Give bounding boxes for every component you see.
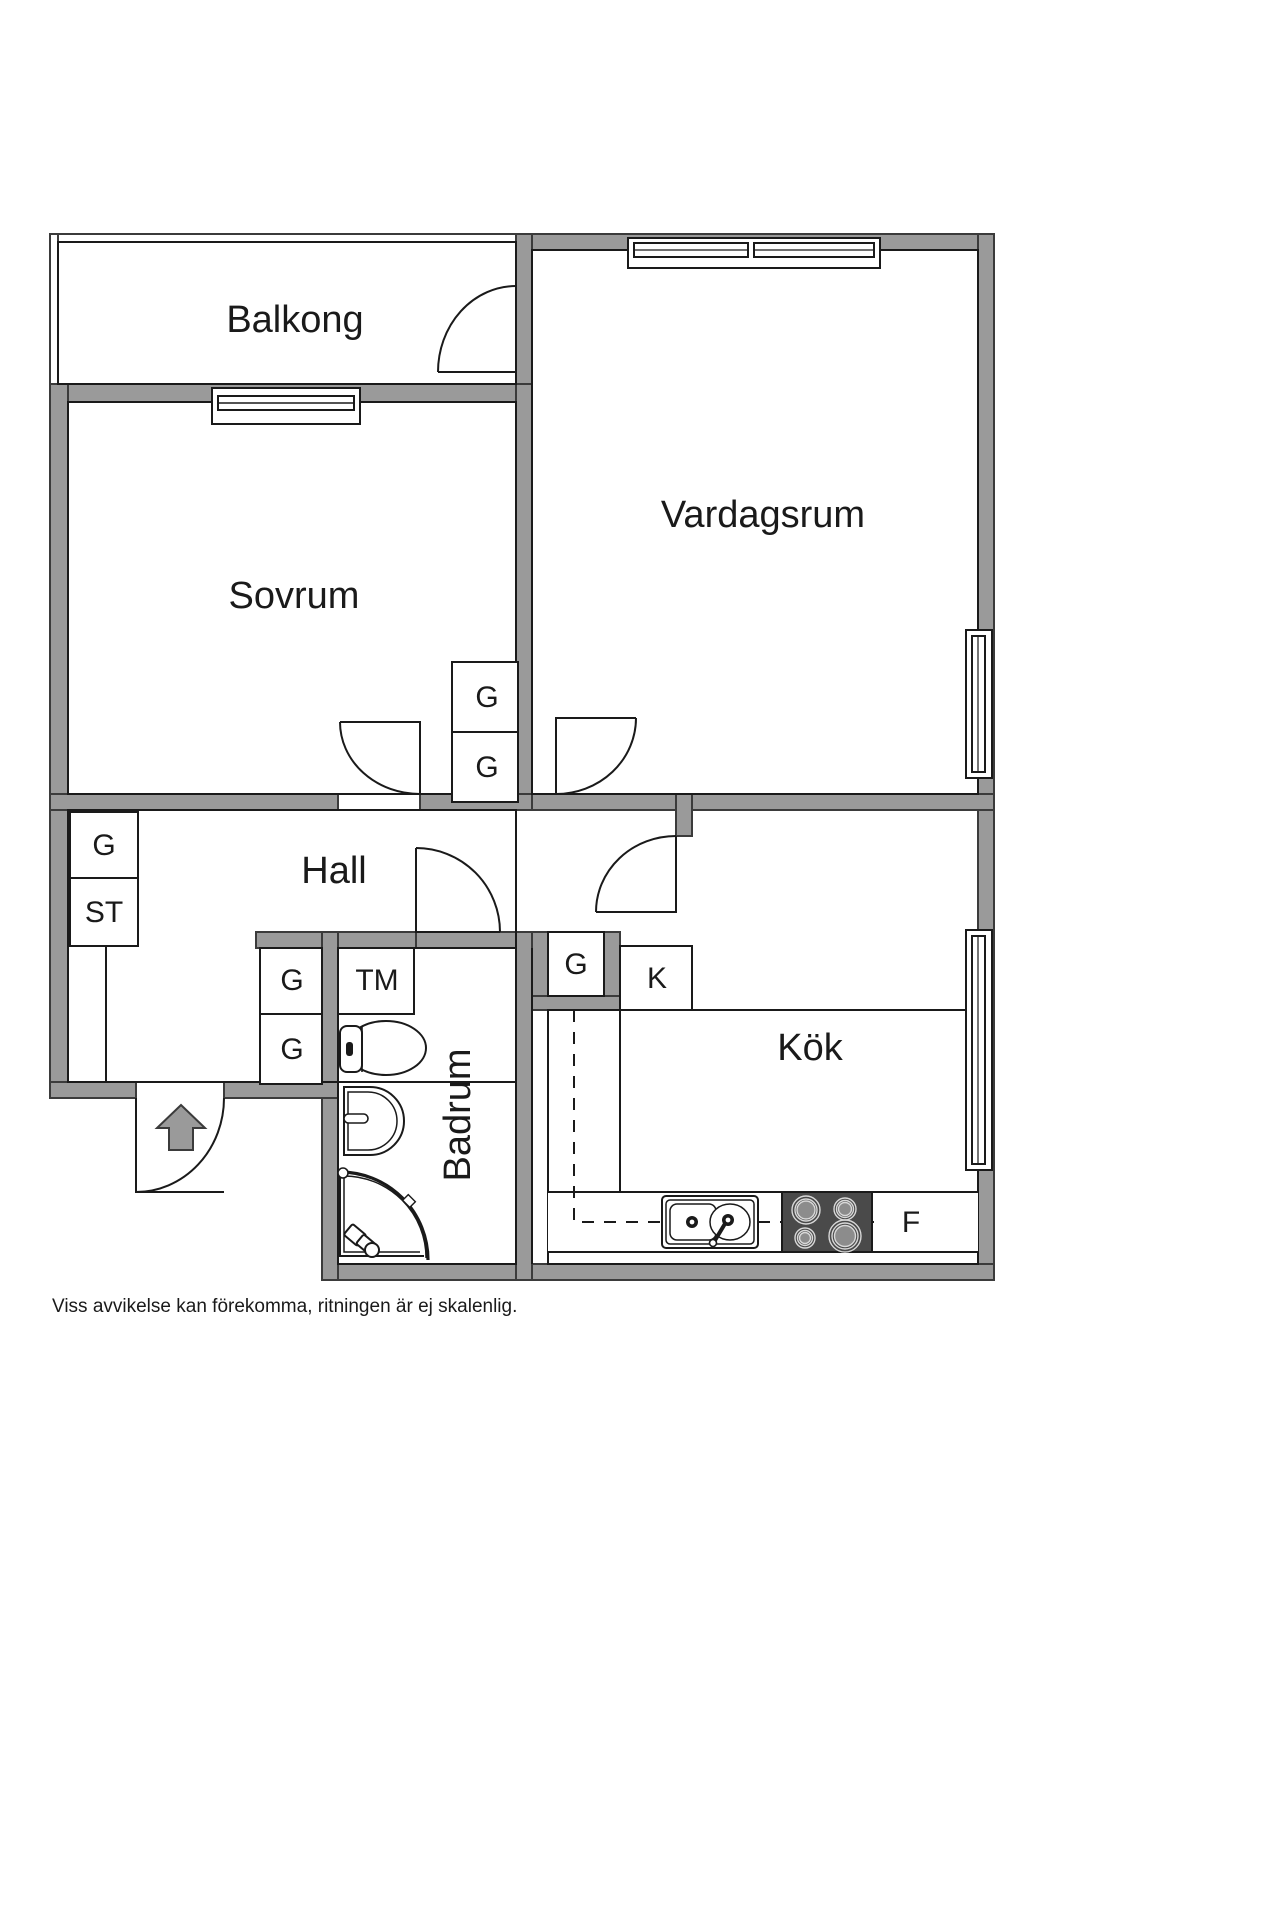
wall-living-south-left	[531, 793, 693, 811]
shower-fixture	[337, 1167, 430, 1261]
window-kitchen-east	[965, 929, 993, 1171]
disclaimer-text: Viss avvikelse kan förekomma, ritningen …	[52, 1296, 518, 1317]
bathroom-outline	[337, 947, 517, 1265]
closet-group	[69, 661, 949, 1253]
wall-exterior-south	[321, 1263, 995, 1281]
room-label-kok: Kök	[777, 1027, 843, 1069]
room-label-hall: Hall	[301, 850, 366, 892]
wall-exterior-west	[49, 383, 69, 1097]
balcony-outline	[57, 241, 517, 385]
balcony-left-rail	[49, 233, 59, 393]
window-group	[211, 237, 993, 1171]
wall-balcony-living	[515, 233, 533, 385]
wall-kitchen-closet-left	[531, 931, 549, 997]
room-label-badrum: Badrum	[437, 1048, 479, 1181]
closet-label-badrum-g-top: G	[280, 964, 303, 997]
closet-box-kok-k[interactable]	[619, 945, 693, 1011]
kitchen-outline	[547, 1009, 979, 1265]
closet-label-sovrum-lower: G	[475, 751, 498, 784]
room-label-group: Balkong Vardagsrum Sovrum Hall Badrum Kö…	[226, 299, 865, 1182]
door-entrance	[135, 1097, 225, 1193]
wall-hall-south-left	[49, 1081, 137, 1099]
door-sovrum	[339, 721, 421, 795]
wall-kitchen-closet-bottom	[531, 995, 621, 1011]
window-balcony-south	[211, 387, 361, 425]
upper-cabinet-dashed	[573, 1010, 874, 1223]
closet-label-kok-k: K	[647, 962, 667, 995]
room-label-balkong: Balkong	[226, 299, 363, 341]
room-label-vardagsrum: Vardagsrum	[661, 494, 865, 536]
closet-box-hall-st[interactable]	[69, 877, 139, 947]
closet-label-fridge: F	[902, 1206, 920, 1239]
wall-bedroom-south-left	[49, 793, 339, 811]
closet-box-kok-g[interactable]	[547, 931, 605, 997]
wall-bathroom-west	[321, 931, 339, 1281]
closet-label-badrum-tm: TM	[355, 964, 398, 997]
wall-kitchen-closet-right	[603, 931, 621, 997]
kitchen-sink-fixture	[661, 1195, 759, 1249]
closet-box-sovrum-lower[interactable]	[451, 731, 519, 803]
closet-label-hall-g: G	[92, 829, 115, 862]
door-balcony	[437, 285, 517, 373]
door-kok	[595, 835, 677, 913]
closet-box-hall-g[interactable]	[69, 811, 139, 879]
bathroom-fixtures	[337, 1020, 430, 1261]
closet-box-badrum-g-bot[interactable]	[259, 1013, 323, 1085]
window-living-east	[965, 629, 993, 779]
door-vardagsrum	[555, 717, 637, 795]
wall-kitchen-door-jamb	[675, 793, 693, 837]
closet-label-hall-st: ST	[85, 896, 123, 929]
closet-label-group: G G G ST G TM G G K F	[85, 681, 920, 1239]
balcony-top-rail	[49, 233, 517, 243]
window-living-north	[627, 237, 881, 269]
wall-living-south-right	[675, 793, 995, 811]
closet-label-badrum-g-bot: G	[280, 1033, 303, 1066]
room-label-sovrum: Sovrum	[229, 575, 360, 617]
shower-mixer-icon	[343, 1223, 380, 1258]
kitchen-fixtures	[548, 1010, 978, 1253]
toilet-fixture	[339, 1020, 427, 1076]
washbasin-fixture	[343, 1086, 405, 1156]
wall-bathroom-east	[515, 931, 533, 1281]
entrance-arrow-icon	[154, 1103, 208, 1151]
wall-bathroom-north-right	[415, 931, 521, 949]
closet-box-badrum-tm[interactable]	[337, 947, 415, 1015]
door-badrum	[415, 847, 501, 933]
closet-label-sovrum-upper: G	[475, 681, 498, 714]
closet-label-kok-g: G	[564, 948, 587, 981]
stove-fixture	[781, 1191, 873, 1253]
door-group	[135, 285, 677, 1193]
